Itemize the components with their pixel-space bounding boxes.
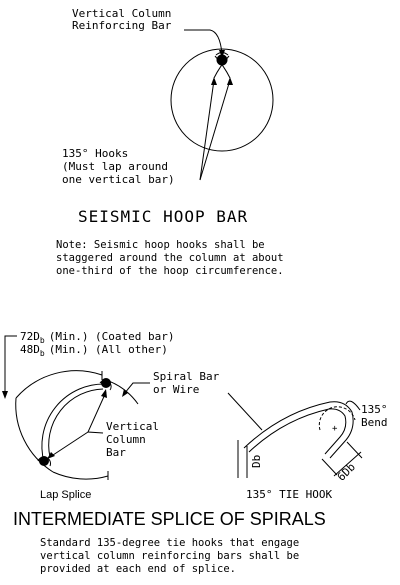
lap-dim-arc-top: [15, 370, 103, 399]
db-dim-lines: [237, 440, 248, 478]
spiral-bar-inner: [48, 388, 104, 458]
lap-length-other: 48Db(Min.) (All other): [20, 343, 168, 358]
six-db-dim-ext: [321, 441, 363, 476]
hook-top: [99, 379, 112, 391]
hook-extension-right: [213, 55, 230, 79]
intermediate-note-line1: Standard 135-degree tie hooks that engag…: [40, 537, 299, 549]
intermediate-note-line3: provided at each end of splice.: [40, 563, 236, 575]
bend-arc: [318, 406, 356, 431]
vertical-bar-dot-bottom: [39, 456, 49, 466]
tie-hook-diagram: + 135° Bend Db 6Db 135° TIE HOOK: [227, 392, 388, 501]
vcb-leader-top: [87, 391, 107, 434]
hook-bend: [215, 52, 229, 56]
hook-bottom: [37, 456, 51, 467]
six-db-label: 6Db: [335, 460, 358, 483]
label-vertical-bar-line1: Vertical Column: [72, 7, 171, 20]
intermediate-note: Standard 135-degree tie hooks that engag…: [40, 537, 299, 575]
spiral-leader: [123, 382, 150, 395]
vcb-label-line1: Vertical: [106, 420, 159, 433]
tie-hook-caption: 135° TIE HOOK: [246, 488, 332, 501]
lap-splice-caption: Lap Splice: [40, 489, 91, 501]
hook-leader-1: [199, 79, 215, 181]
hook-leader-arrow-2: [227, 77, 233, 85]
db-label: Db: [250, 455, 263, 468]
seismic-note-line2: staggered around the column at about: [56, 252, 284, 264]
vertical-bar-dot: [216, 54, 228, 66]
lap-length-coated: 72Db(Min.) (Coated bar): [20, 330, 175, 345]
tie-hook-bar-outer: [243, 401, 354, 459]
hook-leader-arrow-1: [211, 77, 217, 85]
lap-dim-leader: [4, 335, 17, 395]
intermediate-note-line2: vertical column reinforcing bars shall b…: [40, 550, 299, 562]
seismic-hoop-diagram: Vertical Column Reinforcing Bar 135° Hoo…: [62, 7, 274, 186]
lap-dim-leader-arrow: [2, 391, 8, 399]
vcb-label-line3: Bar: [106, 446, 126, 459]
bend-label-line2: Bend: [361, 416, 388, 429]
vertical-bar-leader-arrow: [219, 50, 225, 58]
seismic-note-line3: one-third of the hoop circumference.: [56, 265, 284, 277]
bend-leader: [345, 400, 361, 411]
vcb-leader-arrow-bottom: [47, 452, 55, 459]
spiral-leader-arrow: [122, 389, 128, 397]
vertical-bar-leader: [184, 29, 223, 55]
bend-label-line1: 135°: [361, 403, 388, 416]
seismic-note-line1: Note: Seismic hoop hooks shall be: [56, 239, 265, 251]
spiral-to-tie-leader: [227, 392, 263, 431]
seismic-note: Note: Seismic hoop hooks shall be stagge…: [56, 239, 284, 277]
hook-extension-left: [214, 55, 231, 79]
bend-center-mark: +: [332, 424, 338, 434]
vcb-label-line2: Column: [106, 433, 146, 446]
hook-leader-2: [199, 79, 231, 181]
spiral-bar-outer: [41, 383, 107, 463]
seismic-title: SEISMIC HOOP BAR: [78, 207, 248, 226]
spiral-label-line1: Spiral Bar: [153, 370, 220, 383]
hooks-note-line2: (Must lap around: [62, 160, 168, 173]
label-vertical-bar-line2: Reinforcing Bar: [72, 19, 172, 32]
intermediate-title: INTERMEDIATE SPLICE OF SPIRALS: [13, 509, 326, 529]
vcb-leader-arrow-top: [101, 389, 107, 398]
lap-splice-diagram: 72Db(Min.) (Coated bar) 48Db(Min.) (All …: [2, 330, 220, 501]
hooks-note-line3: one vertical bar): [62, 173, 175, 186]
hoop-circle: [170, 48, 274, 152]
spiral-label-line2: or Wire: [153, 383, 199, 396]
six-db-dim-line: [333, 451, 362, 477]
hooks-note-line1: 135° Hooks: [62, 147, 128, 160]
tie-hook-bar-inner: [248, 408, 347, 455]
lap-dim-arc-bottom: [52, 471, 109, 480]
lap-dim-arc-left: [15, 397, 54, 473]
vcb-leader-bottom: [49, 431, 89, 458]
